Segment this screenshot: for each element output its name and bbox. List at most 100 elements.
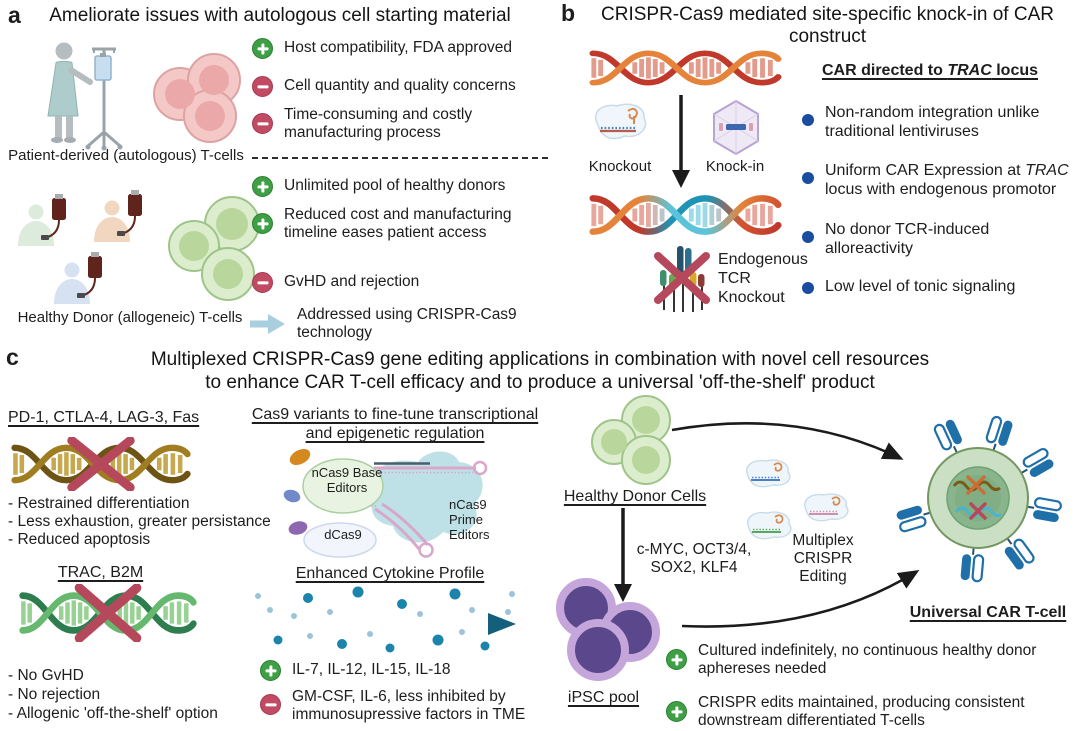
bullet-text: Non-random integration unlike traditiona… bbox=[825, 104, 1040, 140]
bullet-post: locus with endogenous promotor bbox=[825, 180, 1057, 198]
plus-icon bbox=[666, 701, 687, 722]
minus-icon bbox=[252, 113, 273, 134]
heading-post: locus bbox=[991, 62, 1039, 79]
multiplex-crispr-illustration bbox=[746, 459, 849, 540]
aav-knockin-icon bbox=[713, 99, 759, 156]
dna-green-knockout-illustration bbox=[19, 584, 197, 642]
knockin-label: Knock-in bbox=[705, 158, 765, 175]
allogeneic-caption: Healthy Donor (allogeneic) T-cells bbox=[17, 309, 243, 326]
plus-icon bbox=[252, 213, 273, 234]
minus-icon bbox=[252, 272, 273, 293]
bullet-icon bbox=[802, 172, 814, 184]
list-item: Reduced cost and manufacturing timeline … bbox=[252, 206, 552, 242]
panel-b-title-line1: CRISPR-Cas9 mediated site-specific knock… bbox=[601, 4, 1054, 25]
list-item: GvHD and rejection bbox=[252, 272, 552, 293]
point: - Reduced apoptosis bbox=[8, 531, 151, 549]
bullet-text: Low level of tonic signaling bbox=[825, 278, 1016, 295]
dcas9-label: dCas9 bbox=[324, 527, 362, 542]
benefit-item: Cultured indefinitely, no continuous hea… bbox=[666, 642, 1071, 678]
point: - Allogenic 'off-the-shelf' option bbox=[8, 704, 218, 722]
cytokine-minus-item: GM-CSF, IL-6, less inhibited by immunosu… bbox=[260, 688, 540, 724]
down-arrow-icon bbox=[672, 95, 690, 188]
panel-c-label: c bbox=[6, 344, 19, 370]
panel-c-title-line1: Multiplexed CRISPR-Cas9 gene editing app… bbox=[150, 349, 930, 370]
universal-car-label: Universal CAR T-cell bbox=[909, 604, 1067, 621]
healthy-donor-cells-illustration bbox=[591, 395, 671, 485]
knockout-label: Knockout bbox=[588, 158, 652, 175]
bullet-text: No donor TCR-induced alloreactivity bbox=[825, 221, 990, 257]
ipsc-pool-illustration bbox=[556, 578, 660, 681]
benefit-text: Cultured indefinitely, no continuous hea… bbox=[698, 642, 1037, 677]
list-item-text: GvHD and rejection bbox=[284, 273, 420, 291]
heading-line2: and epigenetic regulation bbox=[305, 424, 485, 442]
reprogramming-arrow-icon bbox=[614, 508, 632, 602]
plus-icon bbox=[666, 649, 687, 670]
cytokine-plus-text: IL-7, IL-12, IL-15, IL-18 bbox=[292, 661, 451, 679]
plus-icon bbox=[252, 176, 273, 197]
bullet-icon bbox=[802, 114, 814, 126]
panel-b-title-line2: construct bbox=[788, 26, 867, 47]
plus-icon bbox=[260, 660, 281, 681]
bullet-item: Non-random integration unlike traditiona… bbox=[802, 104, 1074, 142]
bullet-text: Uniform CAR Expression at TRAC locus wit… bbox=[825, 162, 1074, 200]
knockout-targets-1-heading: PD-1, CTLA-4, LAG-3, Fas bbox=[8, 409, 200, 426]
prime-editors-label: nCas9 Prime Editors bbox=[449, 497, 490, 542]
knockout-targets-1-points: - Restrained differentiation - Less exha… bbox=[8, 495, 271, 549]
healthy-donors-illustration bbox=[18, 190, 142, 304]
car-trac-heading: CAR directed to TRAC locus bbox=[822, 62, 1072, 81]
list-item-text: Time-consuming and costly manufacturing … bbox=[284, 106, 473, 142]
bullet-item: Uniform CAR Expression at TRAC locus wit… bbox=[802, 162, 1074, 200]
list-item: Cell quantity and quality concerns bbox=[252, 76, 552, 97]
cytokine-plus-item: IL-7, IL-12, IL-15, IL-18 bbox=[260, 660, 540, 681]
knockout-targets-2-heading: TRAC, B2M bbox=[57, 564, 144, 581]
bullet-icon bbox=[802, 231, 814, 243]
panel-a-label: a bbox=[8, 2, 21, 28]
allogeneic-tcells-illustration bbox=[168, 196, 260, 301]
patient-iv-illustration bbox=[47, 42, 123, 151]
autologous-caption: Patient-derived (autologous) T-cells bbox=[8, 147, 244, 164]
reprogramming-factors-label: c-MYC, OCT3/4, SOX2, KLF4 bbox=[636, 541, 752, 577]
heading-italic: TRAC bbox=[947, 62, 992, 79]
list-item-text: Host compatibility, FDA approved bbox=[284, 39, 513, 57]
tcr-knockout-icon bbox=[654, 246, 710, 312]
cytokine-heading: Enhanced Cytokine Profile bbox=[295, 565, 485, 582]
dna-gold-knockout-illustration bbox=[11, 437, 191, 491]
panel-c-title-line2: to enhance CAR T-cell efficacy and to pr… bbox=[205, 372, 875, 393]
donor-to-car-arrow-icon bbox=[671, 421, 904, 460]
healthy-donor-label: Healthy Donor Cells bbox=[563, 488, 707, 505]
dna-edited-illustration bbox=[589, 195, 782, 235]
minus-icon bbox=[252, 76, 273, 97]
addressed-arrow-icon bbox=[250, 314, 285, 335]
list-item-text: Addressed using CRISPR-Cas9 technology bbox=[297, 306, 517, 342]
cas9-variants-heading: Cas9 variants to fine-tune transcription… bbox=[245, 406, 545, 444]
list-item-text: Cell quantity and quality concerns bbox=[284, 77, 516, 95]
bullet-italic: TRAC bbox=[1025, 162, 1069, 179]
ipsc-pool-label: iPSC pool bbox=[567, 689, 640, 706]
dna-original-illustration bbox=[589, 50, 782, 86]
bullet-icon bbox=[802, 282, 814, 294]
bullet-pre: Uniform CAR Expression at bbox=[825, 162, 1026, 179]
dashed-divider bbox=[252, 157, 548, 159]
cytokine-gradient-illustration bbox=[255, 586, 516, 653]
bullet-item: Low level of tonic signaling bbox=[802, 278, 1074, 297]
endogenous-tcr-label: Endogenous TCR Knockout bbox=[718, 251, 808, 306]
list-item: Unlimited pool of healthy donors bbox=[252, 176, 552, 197]
multiplex-crispr-label: Multiplex CRISPR Editing bbox=[792, 532, 854, 586]
cytokine-minus-text: GM-CSF, IL-6, less inhibited by immunosu… bbox=[292, 688, 526, 723]
benefit-item: CRISPR edits maintained, producing consi… bbox=[666, 694, 1071, 730]
list-item: Host compatibility, FDA approved bbox=[252, 38, 552, 59]
autologous-tcells-illustration bbox=[153, 53, 241, 143]
ipsc-to-car-arrow-icon bbox=[681, 569, 920, 628]
plus-icon bbox=[252, 38, 273, 59]
point: - Restrained differentiation bbox=[8, 495, 190, 512]
panel-b-label: b bbox=[561, 0, 576, 26]
heading-pre: CAR directed to bbox=[822, 62, 948, 79]
point: - No GvHD bbox=[8, 667, 84, 684]
benefit-text: CRISPR edits maintained, producing consi… bbox=[698, 694, 1025, 729]
list-item: Addressed using CRISPR-Cas9 technology bbox=[250, 306, 570, 342]
list-item-text: Unlimited pool of healthy donors bbox=[284, 177, 506, 195]
list-item: Time-consuming and costly manufacturing … bbox=[252, 106, 514, 142]
minus-icon bbox=[260, 694, 281, 715]
panel-a-title: Ameliorate issues with autologous cell s… bbox=[49, 5, 511, 26]
